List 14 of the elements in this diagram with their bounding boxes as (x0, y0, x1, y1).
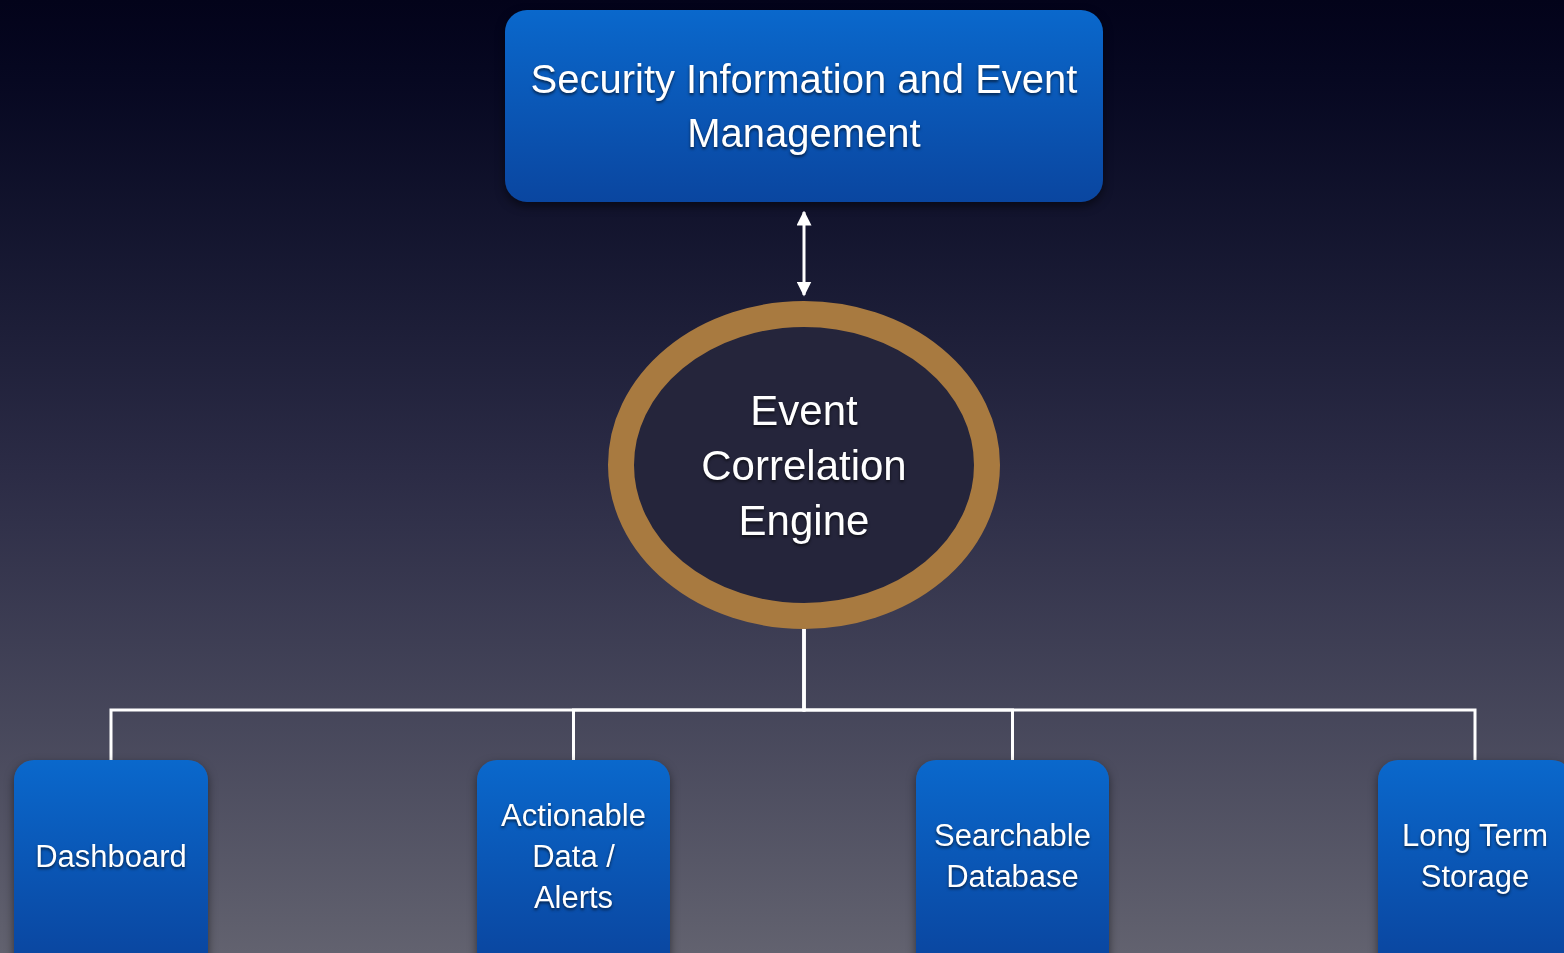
double-arrow (796, 210, 812, 297)
process-box (1378, 760, 1564, 953)
process-box (477, 760, 670, 953)
connector-line (802, 629, 1477, 760)
node-label: Security Information and Event Management (529, 56, 1079, 157)
node-label: Dashboard (35, 837, 187, 876)
node-label: Event Correlation Engine (700, 385, 908, 546)
node-label: Searchable Database (933, 817, 1092, 896)
node-label: Actionable Data / Alerts (500, 796, 647, 917)
engine-ring (608, 301, 1000, 629)
process-box (14, 760, 208, 953)
process-box (916, 760, 1109, 953)
process-box (505, 10, 1103, 202)
node-label: Long Term Storage (1401, 817, 1549, 896)
